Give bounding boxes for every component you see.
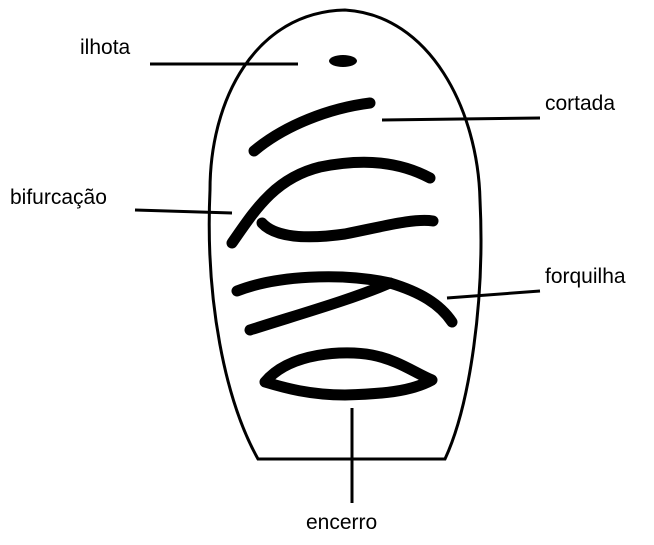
leader-line-bifurcacao	[135, 210, 232, 213]
ridge-enclosure	[265, 353, 432, 395]
label-ilhota: ilhota	[80, 37, 130, 58]
ridge-fork-branch	[250, 283, 390, 330]
label-encerro: encerro	[306, 512, 377, 533]
label-bifurcacao: bifurcação	[10, 187, 107, 208]
leader-line-cortada	[382, 118, 540, 120]
leader-line-forquilha	[447, 291, 540, 298]
ridge-bifurcation-lower	[262, 220, 433, 236]
ridge-island	[329, 55, 357, 67]
ridge-ending	[254, 103, 370, 151]
label-forquilha: forquilha	[545, 266, 626, 287]
label-cortada: cortada	[545, 93, 615, 114]
